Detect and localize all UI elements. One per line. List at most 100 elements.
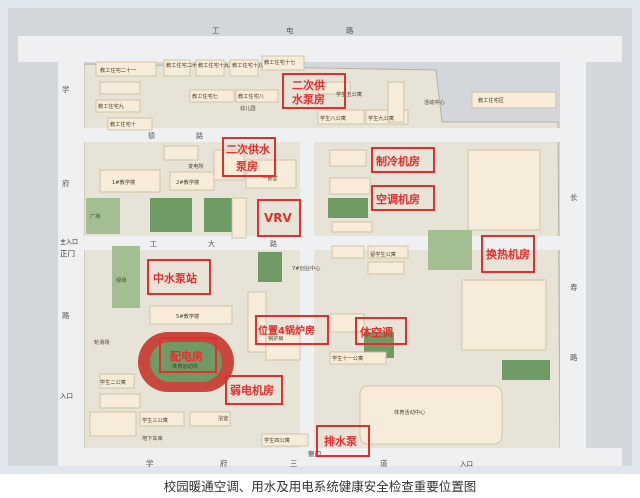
bldg-a3 <box>163 59 191 77</box>
gate-entry-south: 入口 <box>460 460 473 468</box>
highlight-text-7: 体空调 <box>360 325 393 339</box>
label-staff-9: 教工住宅九 <box>98 102 125 110</box>
lawn-6 <box>428 230 472 270</box>
label-dorm-4: 学生四公寓 <box>264 436 290 444</box>
bldg-f5 <box>261 433 309 447</box>
bldg-c9 <box>331 245 365 259</box>
label-staff-17: 教工住宅十七 <box>264 58 295 66</box>
bldg-b4 <box>231 197 247 239</box>
lawn-west-field <box>112 246 140 308</box>
bldg-c2 <box>329 177 371 195</box>
highlight-text-2: 制冷机房 <box>376 154 420 168</box>
label-square: 广场 <box>90 212 100 220</box>
label-dorm-9: 学生九公寓 <box>368 114 394 122</box>
label-dorm-8: 学生八公寓 <box>320 114 346 122</box>
bldg-f3 <box>139 411 185 427</box>
gate-side: 侧门 <box>308 449 321 458</box>
bldg-e5 <box>329 351 387 365</box>
bldg-c6 <box>317 81 351 95</box>
road-name-inner-b-1: 大 <box>208 239 215 248</box>
road-name-inner-a-1: 路 <box>196 131 203 140</box>
label-underground: 地下车库 <box>142 434 163 442</box>
label-staff-8: 教工住宅八 <box>238 92 265 100</box>
bldg-b6 <box>245 159 297 189</box>
bldg-b2 <box>99 169 161 193</box>
lawn-2 <box>204 198 232 232</box>
road-name-inner-b-0: 工 <box>150 240 157 248</box>
label-staff-21: 教工住宅二十一 <box>100 66 136 74</box>
road-name-west-0: 学 <box>62 84 70 94</box>
highlight-box-7 <box>355 317 407 345</box>
bldg-c3 <box>317 109 365 125</box>
bldg-a5 <box>229 59 259 77</box>
highlight-text-10: 弱电机房 <box>230 383 274 397</box>
road-east <box>560 36 586 466</box>
label-activity: 活动中心 <box>424 98 445 106</box>
label-kindergarten: 幼儿园 <box>240 104 256 112</box>
lawn-3 <box>258 252 282 282</box>
highlight-box-6 <box>255 315 329 345</box>
road-name-west-2: 路 <box>62 310 70 320</box>
label-staff-10: 教工住宅十 <box>110 120 136 128</box>
highlight-text-0-0: 二次供 <box>292 78 325 92</box>
bldg-d1 <box>467 149 541 231</box>
road-name-north-0: 工 <box>212 26 220 35</box>
bldg-a9 <box>107 117 153 131</box>
label-staff-20: 教工住宅二十 <box>166 61 197 69</box>
label-dorm-2: 学生二公寓 <box>100 378 126 386</box>
label-sports-center: 体育活动中心 <box>394 408 425 416</box>
bldg-f1 <box>99 373 135 389</box>
lawn-7 <box>502 360 550 380</box>
highlight-text-1-1: 泵房 <box>236 159 258 173</box>
lawn-square <box>86 198 120 234</box>
label-teach-7: 7#创业中心 <box>292 264 320 272</box>
bldg-a10 <box>95 99 141 113</box>
bldg-a7 <box>189 89 235 103</box>
gate-entry-west: 入口 <box>60 392 73 400</box>
bldg-d2 <box>461 279 547 351</box>
highlight-box-0 <box>282 73 346 109</box>
lawn-4 <box>328 198 368 218</box>
road-name-east-2: 路 <box>570 352 578 362</box>
bldg-c11 <box>367 261 405 275</box>
highlight-box-11 <box>316 425 370 457</box>
label-staff-18: 教工住宅十八 <box>232 61 264 69</box>
bldg-a2 <box>99 81 141 95</box>
map-caption: 校园暖通空调、用水及用电系统健康安全检查重要位置图 <box>163 479 477 494</box>
road-name-east-0: 长 <box>570 192 578 202</box>
road-inner-a <box>84 128 560 142</box>
label-intl: 留学生公寓 <box>370 250 396 258</box>
highlight-text-3: 空调机房 <box>376 192 420 206</box>
highlight-box-3 <box>371 185 435 211</box>
campus-map: 工 电 路 学 府 路 学 府 三 道 长 寿 路 德 路 工 大 路 主入口 … <box>0 0 640 474</box>
highlight-text-5: 中水泵站 <box>153 271 197 285</box>
highlight-box-2 <box>371 147 435 173</box>
highlight-text-8: 换热机房 <box>486 247 530 261</box>
road-name-inner-a-0: 德 <box>148 131 155 140</box>
label-boiler: 锅炉房 <box>268 334 284 342</box>
highlight-box-9 <box>159 337 217 373</box>
road-north <box>18 36 622 62</box>
highlight-text-6: 位置4锅炉房 <box>258 324 315 337</box>
highlight-box-10 <box>225 375 283 405</box>
bldg-a6 <box>261 55 305 71</box>
road-name-south-3: 道 <box>380 458 388 468</box>
bldg-c10 <box>367 245 409 259</box>
highlight-box-8 <box>481 235 535 273</box>
road-inner-c <box>300 128 314 448</box>
bldg-c5 <box>387 81 405 123</box>
label-canteen-1: 一食堂 <box>262 174 278 182</box>
label-dorm-11: 学生十一公寓 <box>332 354 363 362</box>
bldg-f6 <box>89 411 137 437</box>
road-name-inner-b-2: 路 <box>270 239 277 248</box>
label-dorm-3: 学生三公寓 <box>142 416 168 424</box>
road-name-west-1: 府 <box>62 178 70 188</box>
bldg-b3 <box>169 171 215 191</box>
road-name-south-0: 学 <box>146 458 154 468</box>
gate-main-small: 主入口 <box>60 238 78 246</box>
bldg-b1 <box>163 145 199 161</box>
highlight-box-1 <box>222 137 276 177</box>
highlight-box-5 <box>147 259 211 295</box>
bldg-g1 <box>359 385 503 445</box>
highlight-text-11: 排水泵 <box>324 434 357 448</box>
